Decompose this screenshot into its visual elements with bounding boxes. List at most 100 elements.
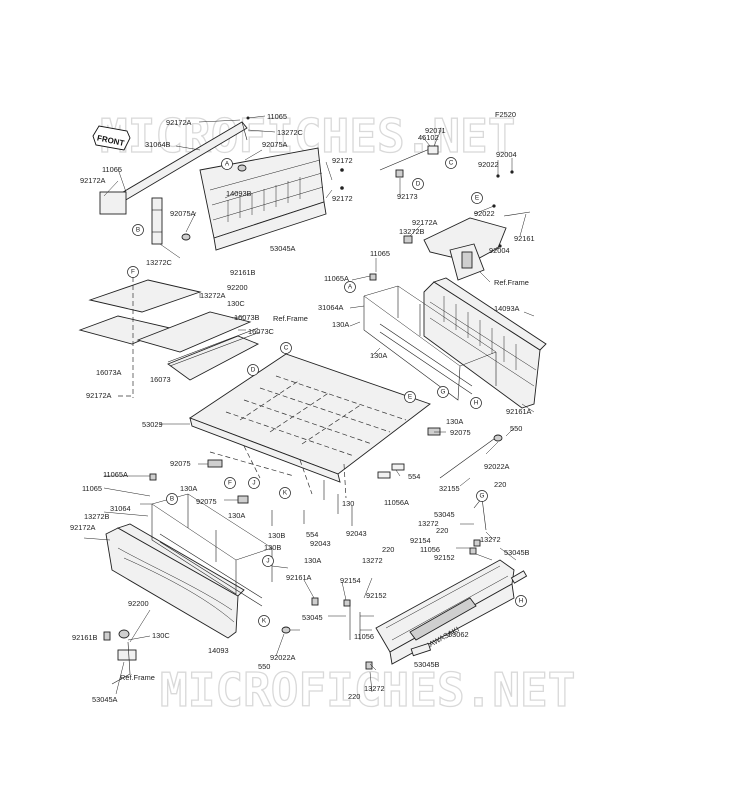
- label-92172A: 92172A: [412, 218, 438, 227]
- label-130A: 130A: [180, 484, 197, 493]
- label-92172A: 92172A: [70, 523, 96, 532]
- rubber-92075-left: [207, 459, 223, 468]
- label-92172: 92172: [332, 194, 353, 203]
- side-clip: [99, 191, 127, 215]
- rubber-92075-lower: [237, 495, 249, 504]
- callout-K-1: K: [283, 490, 288, 497]
- label-92152: 92152: [366, 591, 387, 600]
- label-554: 554: [408, 472, 420, 481]
- label-92075A: 92075A: [262, 140, 288, 149]
- label-16073C: 16073C: [248, 327, 275, 336]
- label-16073A: 16073A: [96, 368, 122, 377]
- callout-K-2: K: [262, 618, 267, 625]
- label-53045B: 53045B: [414, 660, 440, 669]
- figure-code: F2520: [495, 110, 516, 119]
- label-53062: 53062: [448, 630, 469, 639]
- reflector-bracket-46102: [379, 129, 442, 196]
- label-14093B: 14093B: [226, 189, 252, 198]
- washer-92022a: [281, 626, 291, 634]
- label-130B: 130B: [264, 543, 281, 552]
- label-220: 220: [348, 692, 360, 701]
- label-53045A: 53045A: [92, 695, 118, 704]
- rod-32155: [439, 427, 515, 487]
- callout-H-2: H: [519, 598, 524, 605]
- plug-11065a: [369, 273, 377, 281]
- label-130A: 130A: [370, 351, 387, 360]
- label-13272C: 13272C: [146, 258, 173, 267]
- label-92200: 92200: [227, 283, 248, 292]
- label-92172A: 92172A: [166, 118, 192, 127]
- label-53045: 53045: [434, 510, 455, 519]
- label-16073B: 16073B: [234, 313, 260, 322]
- label-13272C: 13272C: [277, 128, 304, 137]
- label-16073: 16073: [150, 375, 171, 384]
- label-92022A: 92022A: [484, 462, 510, 471]
- lower-latch-assembly: [103, 609, 151, 695]
- label-11065: 11065: [267, 112, 287, 121]
- callout-B-2: B: [170, 496, 174, 503]
- hinge-bracket-13272c: [151, 197, 163, 245]
- label-130C: 130C: [152, 631, 170, 640]
- label-92022: 92022: [474, 209, 495, 218]
- callout-G-2: G: [480, 493, 485, 500]
- handle-53045b: [410, 570, 528, 657]
- part-labels: 92172A 11065 13272C 31064B 92075A 11065 …: [70, 112, 535, 704]
- label-92043: 92043: [346, 529, 367, 538]
- label-13272A: 13272A: [200, 291, 226, 300]
- bolt-set-130: [271, 480, 353, 526]
- label-11065: 11065: [82, 484, 102, 493]
- tailgate-hinge-set: [328, 497, 517, 693]
- callout-B-1: B: [136, 227, 140, 234]
- label-53045: 53045: [302, 613, 323, 622]
- label-46102: 46102: [418, 133, 439, 142]
- label-11065: 11065: [370, 249, 390, 258]
- label-92154: 92154: [340, 576, 361, 585]
- callout-H-1: H: [474, 400, 479, 407]
- left-side-panel-14093: [105, 523, 245, 639]
- label-92173: 92173: [397, 192, 418, 201]
- label-92071: 92071: [425, 126, 446, 135]
- callout-J-1: J: [252, 480, 255, 487]
- label-13272: 13272: [480, 535, 501, 544]
- label-92075: 92075: [170, 459, 191, 468]
- bed-floor-53029: [189, 353, 431, 499]
- label-92161A: 92161A: [506, 407, 532, 416]
- label-92022: 92022: [478, 160, 499, 169]
- label-32155: 32155: [439, 484, 460, 493]
- label-92172A: 92172A: [86, 391, 112, 400]
- ref-line-f: [118, 277, 134, 398]
- label-14093: 14093: [208, 646, 229, 655]
- label-31064: 31064: [110, 504, 131, 513]
- label-92152: 92152: [434, 553, 455, 562]
- callout-G-1: G: [441, 389, 446, 396]
- label-92161: 92161: [514, 234, 535, 243]
- label-31064B: 31064B: [145, 140, 171, 149]
- tailgate-53062: KAWASAKI: [375, 559, 515, 665]
- label-92172A: 92172A: [80, 176, 106, 185]
- label-92161A: 92161A: [286, 573, 312, 582]
- label-92075A: 92075A: [170, 209, 196, 218]
- label-92200: 92200: [128, 599, 149, 608]
- callout-D-2: D: [251, 367, 256, 374]
- ref-frame-label-1: Ref.Frame: [494, 278, 529, 287]
- label-130: 130: [342, 499, 354, 508]
- label-220: 220: [436, 526, 448, 535]
- label-11056: 11056: [420, 545, 440, 554]
- watermark-bottom: MICROFICHES.NET: [160, 663, 575, 717]
- rubber-92075-right: [427, 427, 441, 436]
- label-130C: 130C: [227, 299, 245, 308]
- label-11065A: 11065A: [103, 470, 128, 479]
- callout-E-1: E: [475, 195, 479, 202]
- label-11065A: 11065A: [324, 274, 349, 283]
- label-554: 554: [306, 530, 318, 539]
- right-side-panel-14093a: [423, 277, 547, 409]
- label-53045A: 53045A: [270, 244, 296, 253]
- label-53029: 53029: [142, 420, 163, 429]
- grommet-92075a: [181, 233, 191, 241]
- right-frame-31064a: [363, 285, 497, 401]
- label-53045B: 53045B: [504, 548, 530, 557]
- callout-D-1: D: [416, 181, 421, 188]
- label-550: 550: [510, 424, 522, 433]
- label-11065: 11065: [102, 165, 122, 174]
